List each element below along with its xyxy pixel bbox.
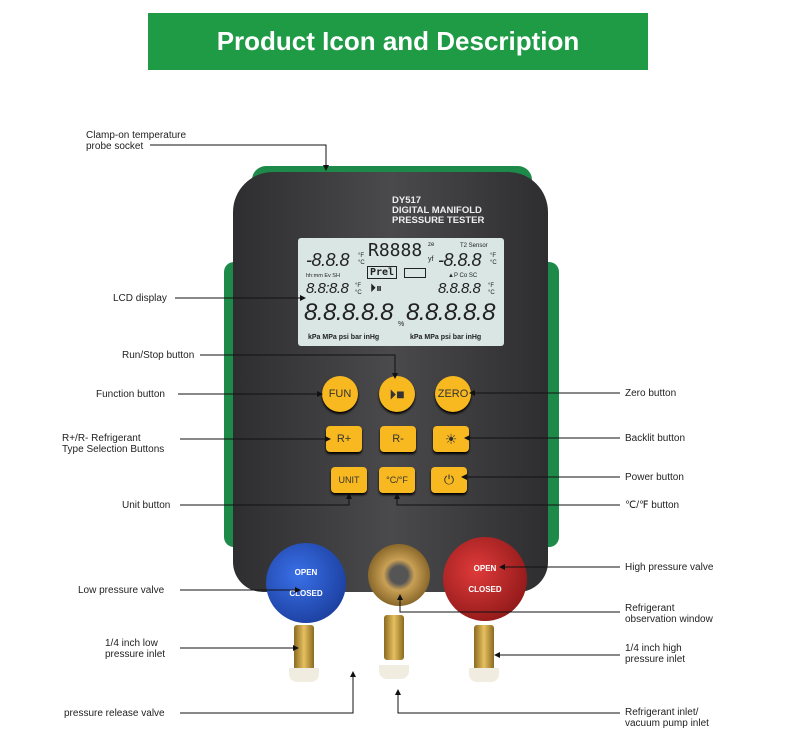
label-cf: ℃/℉ button [625, 500, 680, 511]
sun-icon: ☀ [444, 430, 458, 447]
lcd-right-small-unit: °F °C [488, 283, 495, 296]
high-inlet-cap [469, 668, 499, 682]
unit-button[interactable]: UNIT [331, 467, 367, 493]
low-inlet [294, 625, 314, 670]
lcd-units-right: kPa MPa psi bar inHg [410, 334, 482, 341]
lcd-r-digits: R8888 [368, 240, 423, 261]
lcd-dp: ▲P Co SC [448, 273, 478, 279]
lcd-temp-right-unit: °F °C [490, 253, 497, 266]
lcd-big-right: 8.8.8.8.8 [406, 299, 495, 326]
play-stop-icon: ⏵■ [389, 385, 405, 402]
lcd-prel: Prel [367, 266, 398, 279]
label-high-inlet: 1/4 inch high pressure inlet [625, 643, 686, 665]
middle-inlet [384, 615, 404, 660]
lcd-big-left: 8.8.8.8.8 [304, 299, 393, 326]
label-low-inlet: 1/4 inch low pressure inlet [105, 638, 166, 660]
label-zero: Zero button [625, 388, 677, 399]
low-inlet-cap [289, 668, 319, 682]
title-banner: Product Icon and Description [148, 13, 648, 70]
label-backlit: Backlit button [625, 433, 686, 444]
lcd-yf: yf [428, 256, 434, 263]
label-refrigerant-inlet: Refrigerant inlet/ vacuum pump inlet [625, 707, 709, 729]
label-high-valve: High pressure valve [625, 562, 714, 573]
label-power: Power button [625, 472, 684, 483]
lcd-temp-right: -8.8.8 [438, 250, 482, 270]
power-icon: ⏻ [443, 472, 455, 487]
zero-button[interactable]: ZERO [435, 376, 471, 412]
banner-title: Product Icon and Description [216, 26, 580, 56]
middle-inlet-cap [379, 665, 409, 679]
lcd-units-left: kPa MPa psi bar inHg [308, 334, 380, 341]
play-pause-icon: ⏵⏸ [370, 281, 383, 295]
lcd-clock-unit: °F °C [355, 283, 362, 296]
backlight-button[interactable]: ☀ [433, 426, 469, 452]
label-lcd: LCD display [113, 293, 167, 304]
r-plus-button[interactable]: R+ [326, 426, 362, 452]
lcd-ze: ze [428, 242, 435, 248]
fun-button[interactable]: FUN [322, 376, 358, 412]
lcd-clock: 8.8:8.8 [306, 280, 349, 297]
label-window: Refrigerant observation window [625, 603, 713, 625]
label-low-valve: Low pressure valve [78, 585, 165, 596]
lcd-screen: -8.8.8 °F °C R8888 ze yf T2 Sensor -8.8.… [298, 238, 504, 346]
label-clamp-socket: Clamp-on temperature probe socket [86, 130, 187, 152]
celsius-fahrenheit-button[interactable]: °C/°F [379, 467, 415, 493]
high-inlet [474, 625, 494, 670]
label-unit: Unit button [122, 500, 171, 511]
label-run-stop: Run/Stop button [122, 350, 195, 361]
lcd-pct: % [398, 321, 405, 328]
lcd-temp-left: -8.8.8 [306, 250, 350, 270]
r-minus-button[interactable]: R- [380, 426, 416, 452]
battery-icon [404, 268, 426, 278]
lcd-temp-left-unit: °F °C [358, 253, 365, 266]
lcd-right-small: 8.8.8.8 [438, 280, 481, 297]
label-r-buttons: R+/R- Refrigerant Type Selection Buttons [62, 433, 165, 455]
lcd-t2: T2 Sensor [460, 243, 488, 249]
label-release-valve: pressure release valve [64, 708, 165, 719]
power-button[interactable]: ⏻ [431, 467, 467, 493]
lcd-hhmm: hh:mm Ev SH [306, 273, 340, 279]
label-function: Function button [96, 389, 165, 400]
run-stop-button[interactable]: ⏵■ [379, 376, 415, 412]
